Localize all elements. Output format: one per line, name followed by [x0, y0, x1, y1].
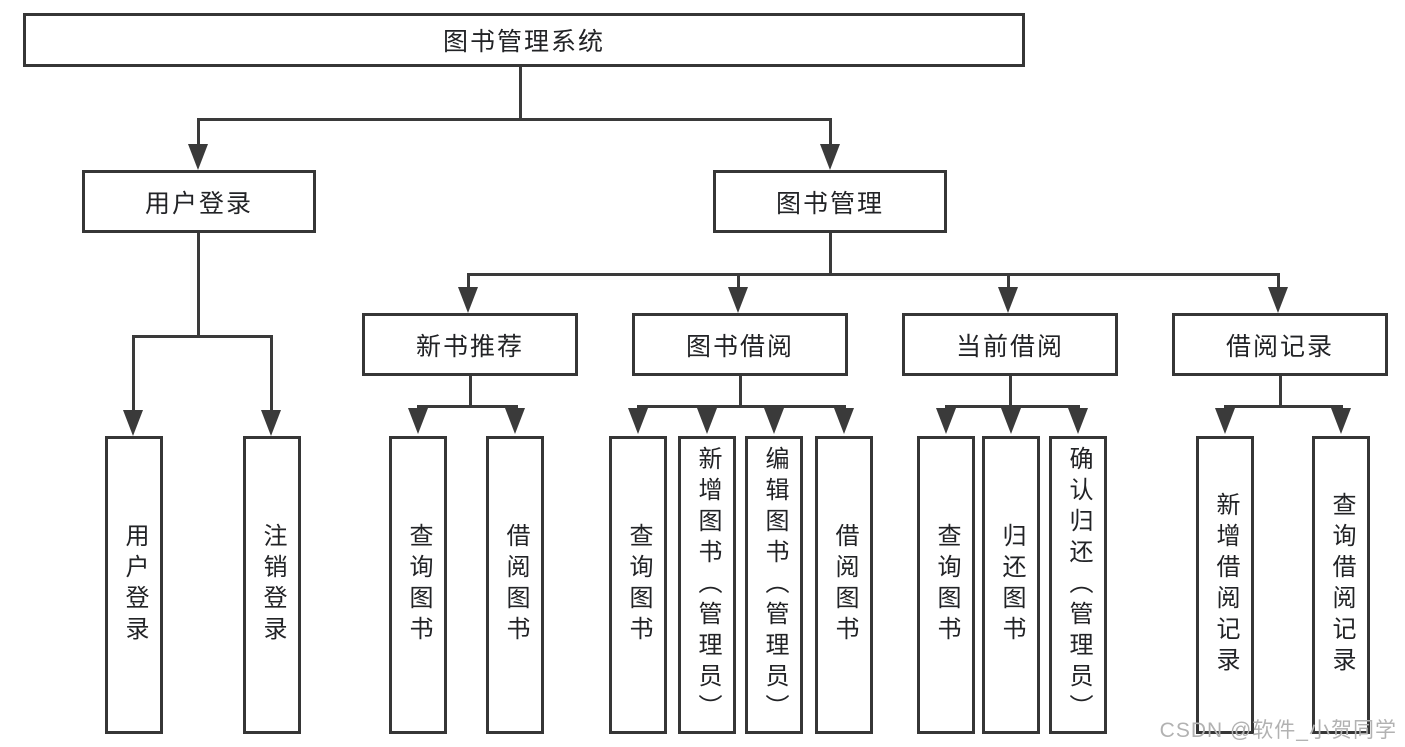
leaf-return-book: 归还图书 — [982, 436, 1040, 734]
arrowhead-down-icon — [764, 408, 784, 434]
connector-line — [945, 405, 1080, 408]
node-book-management-label: 图书管理 — [775, 189, 884, 218]
leaf-query-borrow-record-label: 查询借阅记录 — [1328, 492, 1355, 678]
connector-line — [829, 118, 832, 146]
leaf-query-book-current-label: 查询图书 — [933, 523, 960, 647]
connector-line — [197, 118, 200, 146]
connector-line — [469, 376, 472, 408]
csdn-watermark: CSDN @软件_小贺同学 — [1159, 719, 1397, 742]
leaf-borrow-book-recommend: 借阅图书 — [486, 436, 544, 734]
connector-line — [739, 376, 742, 408]
leaf-edit-book-admin: 编辑图书（管理员） — [745, 436, 803, 734]
leaf-add-book-admin: 新增图书（管理员） — [678, 436, 736, 734]
connector-line — [829, 233, 832, 273]
connector-line — [467, 273, 470, 289]
node-book-borrowing-label: 图书借阅 — [685, 332, 794, 361]
leaf-confirm-return-admin-label: 确认归还（管理员） — [1065, 445, 1092, 725]
arrowhead-down-icon — [1068, 408, 1088, 434]
arrowhead-down-icon — [1268, 287, 1288, 313]
node-root-label: 图书管理系统 — [442, 28, 605, 56]
leaf-logout-login: 注销登录 — [243, 436, 301, 734]
connector-line — [1007, 276, 1010, 289]
arrowhead-down-icon — [628, 408, 648, 434]
connector-line — [132, 335, 273, 338]
connector-line — [197, 118, 832, 121]
leaf-query-borrow-record: 查询借阅记录 — [1312, 436, 1370, 734]
arrowhead-down-icon — [728, 287, 748, 313]
leaf-logout-login-label: 注销登录 — [259, 523, 286, 647]
arrowhead-down-icon — [820, 144, 840, 170]
connector-line — [197, 233, 200, 335]
connector-line — [1279, 376, 1282, 408]
leaf-return-book-label: 归还图书 — [998, 523, 1025, 647]
node-new-book-recommendation-label: 新书推荐 — [415, 332, 524, 361]
node-borrowing-records-label: 借阅记录 — [1225, 332, 1334, 361]
node-book-management: 图书管理 — [713, 170, 947, 233]
node-borrowing-records: 借阅记录 — [1172, 313, 1388, 376]
connector-line — [737, 276, 740, 289]
leaf-query-book-borrowing: 查询图书 — [609, 436, 667, 734]
arrowhead-down-icon — [834, 408, 854, 434]
arrowhead-down-icon — [936, 408, 956, 434]
arrowhead-down-icon — [408, 408, 428, 434]
leaf-borrow-book-recommend-label: 借阅图书 — [502, 523, 529, 647]
connector-line — [637, 405, 846, 408]
arrowhead-down-icon — [1215, 408, 1235, 434]
arrowhead-down-icon — [998, 287, 1018, 313]
arrowhead-down-icon — [697, 408, 717, 434]
leaf-user-login: 用户登录 — [105, 436, 163, 734]
connector-line — [1224, 405, 1343, 408]
leaf-user-login-label: 用户登录 — [121, 523, 148, 647]
node-book-borrowing: 图书借阅 — [632, 313, 848, 376]
node-current-borrowing-label: 当前借阅 — [955, 332, 1064, 361]
arrowhead-down-icon — [1001, 408, 1021, 434]
leaf-query-book-current: 查询图书 — [917, 436, 975, 734]
arrowhead-down-icon — [261, 410, 281, 436]
leaf-query-book-recommend: 查询图书 — [389, 436, 447, 734]
node-current-borrowing: 当前借阅 — [902, 313, 1118, 376]
node-new-book-recommendation: 新书推荐 — [362, 313, 578, 376]
connector-line — [467, 273, 1280, 276]
leaf-add-borrow-record-label: 新增借阅记录 — [1212, 492, 1239, 678]
leaf-confirm-return-admin: 确认归还（管理员） — [1049, 436, 1107, 734]
connector-line — [519, 67, 522, 118]
connector-line — [1009, 376, 1012, 408]
leaf-query-book-recommend-label: 查询图书 — [405, 523, 432, 647]
connector-line — [270, 335, 273, 412]
leaf-borrow-book-borrowing-label: 借阅图书 — [831, 523, 858, 647]
arrowhead-down-icon — [505, 408, 525, 434]
arrowhead-down-icon — [1331, 408, 1351, 434]
connector-line — [132, 335, 135, 412]
arrowhead-down-icon — [458, 287, 478, 313]
leaf-borrow-book-borrowing: 借阅图书 — [815, 436, 873, 734]
leaf-edit-book-admin-label: 编辑图书（管理员） — [761, 445, 788, 725]
arrowhead-down-icon — [188, 144, 208, 170]
leaf-add-borrow-record: 新增借阅记录 — [1196, 436, 1254, 734]
leaf-add-book-admin-label: 新增图书（管理员） — [694, 445, 721, 725]
leaf-query-book-borrowing-label: 查询图书 — [625, 523, 652, 647]
connector-line — [1277, 273, 1280, 289]
connector-line — [417, 405, 518, 408]
arrowhead-down-icon — [123, 410, 143, 436]
node-user-login: 用户登录 — [82, 170, 316, 233]
node-root: 图书管理系统 — [23, 13, 1025, 67]
node-user-login-label: 用户登录 — [144, 189, 253, 218]
